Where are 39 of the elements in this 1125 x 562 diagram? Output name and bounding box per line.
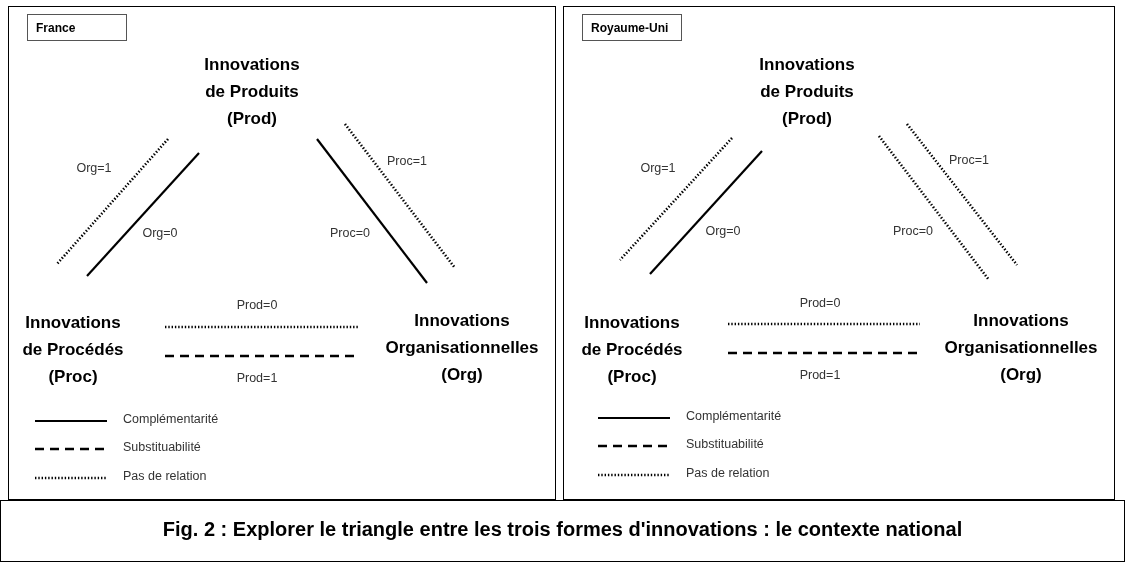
edge-label: Org=1 [640, 161, 676, 175]
connector-line [649, 150, 763, 275]
connector-line [877, 135, 991, 281]
edge-label: Org=0 [705, 224, 741, 238]
edge-label: Proc=1 [387, 154, 427, 168]
panel-frame [563, 6, 1115, 500]
connector-line [165, 325, 358, 329]
connector-line [316, 138, 428, 284]
edge-label: Proc=1 [949, 153, 989, 167]
connector-line [56, 138, 169, 265]
edge-label: Prod=0 [236, 298, 278, 312]
panel-title: Royaume-Uni [582, 14, 682, 41]
node-label: Innovations de Procédés (Proc) [574, 309, 690, 390]
node-label: Innovations de Produits (Prod) [750, 51, 864, 132]
legend-label: Pas de relation [123, 469, 207, 483]
connector-line [343, 123, 457, 269]
connector-line [86, 152, 200, 277]
node-label: Innovations de Procédés (Proc) [15, 309, 131, 390]
edge-label: Org=0 [142, 226, 178, 240]
edge-label: Org=1 [76, 161, 112, 175]
panel-title: France [27, 14, 127, 41]
panel-frame [8, 6, 556, 500]
caption: Fig. 2 : Explorer le triangle entre les trois formes d'innovations : le contexte national [0, 500, 1125, 562]
connector-line [905, 123, 1019, 266]
edge-label: Prod=1 [236, 371, 278, 385]
connector-line [728, 322, 920, 326]
legend-label: Substituabilité [123, 440, 201, 454]
connector-line [619, 137, 733, 261]
legend-label: Substituabilité [686, 437, 764, 451]
node-label: Innovations Organisationnelles (Org) [928, 307, 1114, 388]
legend-label: Complémentarité [686, 409, 782, 423]
node-label: Innovations Organisationnelles (Org) [369, 307, 555, 388]
node-label: Innovations de Produits (Prod) [195, 51, 309, 132]
legend-label: Complémentarité [123, 412, 219, 426]
edge-label: Prod=1 [799, 368, 841, 382]
edge-label: Proc=0 [330, 226, 370, 240]
legend-label: Pas de relation [686, 466, 770, 480]
edge-label: Prod=0 [799, 296, 841, 310]
edge-label: Proc=0 [893, 224, 933, 238]
